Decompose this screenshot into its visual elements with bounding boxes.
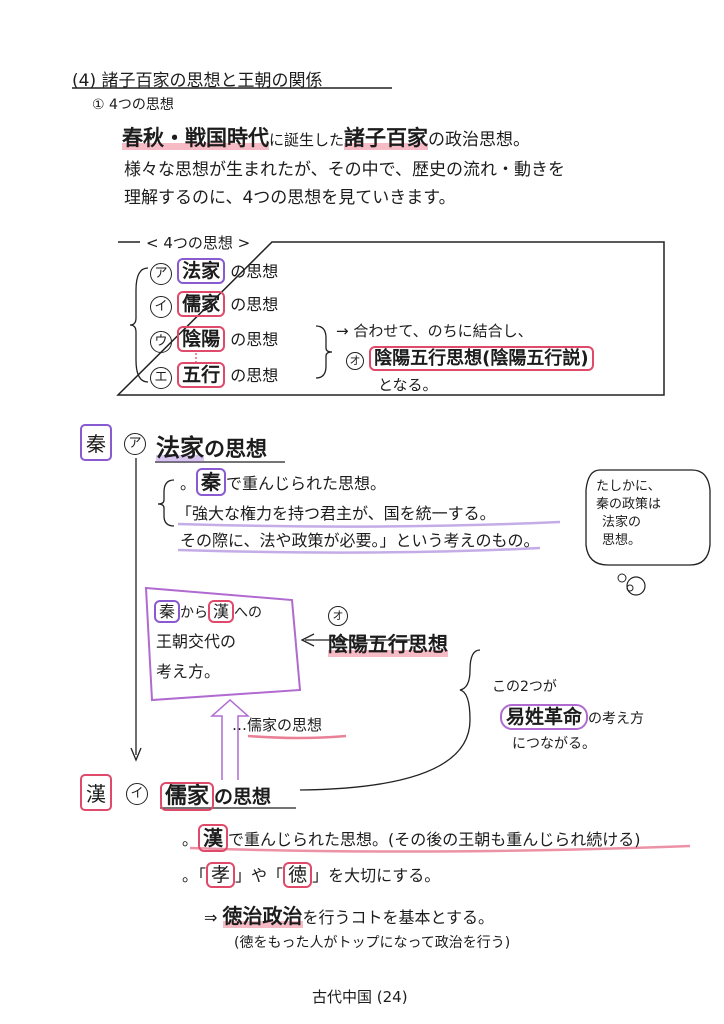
intro-text: に誕生した	[269, 131, 345, 149]
qin-term: 秦	[196, 468, 227, 496]
intro-term-era: 春秋・戦国時代	[122, 126, 269, 150]
term-ekisei-kakumei: 易姓革命	[500, 704, 589, 730]
thought-item-a: ア 法家 の思想	[150, 256, 278, 285]
term-inyou: 陰陽	[177, 326, 226, 352]
han-text: で重んじられた思想。(その後の王朝も重んじられ続ける)	[228, 830, 641, 849]
result-suffix: となる。	[378, 376, 438, 394]
mark-i: イ	[150, 296, 172, 318]
pair-note-suffix: の考え方	[588, 711, 645, 727]
han-title-suffix: の思想	[214, 786, 272, 808]
han-bullet-2: 。「孝」や「徳」を大切にする。	[182, 862, 441, 888]
mark-i: イ	[126, 783, 148, 805]
thought-item-e: エ 五行 の思想	[150, 360, 278, 389]
term-suffix: の思想	[230, 366, 279, 385]
quote-open: 「	[198, 866, 207, 885]
mark-o: オ	[328, 606, 348, 626]
pair-note-line-2: 易姓革命の考え方	[500, 702, 645, 730]
mark-a: ア	[150, 263, 172, 285]
intro-line-3: 理解するのに、4つの思想を見ていきます。	[124, 188, 456, 208]
mark-u: ウ	[150, 331, 172, 353]
result-term-row: オ 陰陽五行思想(陰陽五行説)	[346, 344, 594, 371]
term-toku: 徳	[283, 862, 313, 888]
qin-line-1: 。秦で重んじられた思想。	[180, 468, 387, 496]
intro-text: の政治思想。	[428, 130, 531, 150]
term-houka: 法家	[177, 258, 226, 284]
term-inyou-gogyou: 陰陽五行思想(陰陽五行説)	[369, 346, 594, 371]
ruka-label: …儒家の思想	[232, 716, 323, 734]
combine-note: → 合わせて、のちに結合し、	[336, 322, 533, 340]
term-suffix: の思想	[230, 295, 279, 314]
mark-a: ア	[124, 433, 146, 455]
qin-title-term: 法家	[156, 434, 204, 462]
subsection-number: ①	[92, 97, 105, 113]
term-suffix: の思想	[230, 330, 279, 349]
qin-title: 法家の思想	[156, 428, 267, 463]
intro-term-schools: 諸子百家	[344, 126, 429, 150]
han-mark: イ	[126, 782, 148, 805]
change-text: から	[180, 605, 209, 621]
bubble-line: 法家の	[602, 515, 642, 530]
change-line-2: 王朝交代の	[156, 632, 237, 651]
han-text: 」や「	[235, 866, 284, 885]
o-term: 陰陽五行思想	[328, 628, 448, 657]
subsection-heading: ① 4つの思想	[92, 94, 174, 114]
bubble-line: たしかに、	[596, 479, 661, 494]
pair-note-line-3: につながる。	[512, 736, 596, 752]
box-title: < 4つの思想 >	[144, 232, 253, 253]
qin-line-3: その際に、法や政策が必要。」という考えのもの。	[180, 531, 540, 550]
change-line-1: 秦から漢への	[154, 598, 263, 623]
qin-text: で重んじられた思想。	[226, 474, 387, 493]
section-title: (4) 諸子百家の思想と王朝の関係	[72, 71, 323, 91]
han-bullet-3: ⇒ 徳治政治を行うコトを基本とする。	[204, 900, 494, 929]
implies-arrow: ⇒	[204, 908, 218, 927]
han-title: 儒家の思想	[160, 778, 272, 811]
thought-item-u: ウ 陰陽 の思想	[150, 324, 278, 353]
qin-mark: ア	[124, 432, 146, 455]
change-line-3: 考え方。	[156, 662, 221, 681]
han-bullet-1: 。漢で重んじられた思想。(その後の王朝も重んじられ続ける)	[182, 824, 641, 852]
thought-item-i: イ 儒家 の思想	[150, 289, 278, 318]
qin-title-suffix: の思想	[204, 437, 267, 461]
mark-e: エ	[150, 367, 172, 389]
bubble-line: 秦の政策は	[596, 497, 662, 512]
mark-o: オ	[346, 352, 364, 370]
o-mark: オ	[328, 604, 348, 626]
intro-line-2: 様々な思想が生まれたが、その中で、歴史の流れ・動きを	[124, 160, 565, 180]
han-text: 」を大切にする。	[312, 866, 441, 885]
han-bullet-4: (徳をもった人がトップになって政治を行う)	[234, 935, 511, 951]
dynasty-qin-badge: 秦	[80, 424, 112, 461]
speech-bubble: たしかに、 秦の政策は 法家の 思想。	[596, 478, 661, 550]
term-tokuchi-seiji: 徳治政治	[222, 904, 303, 928]
pair-note-line-1: この2つが	[492, 679, 557, 695]
han-term: 漢	[198, 824, 229, 852]
han-text: を行うコトを基本とする。	[302, 908, 495, 927]
change-term-qin: 秦	[154, 600, 181, 623]
subsection-label: 4つの思想	[109, 97, 174, 113]
han-title-term: 儒家	[160, 782, 215, 811]
change-text: への	[234, 605, 263, 621]
intro-line-1: 春秋・戦国時代に誕生した諸子百家の政治思想。	[122, 122, 530, 152]
qin-line-2: 「強大な権力を持つ君主が、国を統一する。	[176, 504, 496, 523]
page-footer: 古代中国 (24)	[312, 988, 408, 1006]
term-juka: 儒家	[177, 291, 226, 317]
dynasty-han-badge: 漢	[80, 774, 112, 811]
term-suffix: の思想	[230, 262, 279, 281]
term-gogyou: 五行	[177, 362, 226, 388]
bubble-line: 思想。	[602, 533, 642, 548]
term-kou: 孝	[206, 862, 236, 888]
change-term-han: 漢	[208, 600, 235, 623]
